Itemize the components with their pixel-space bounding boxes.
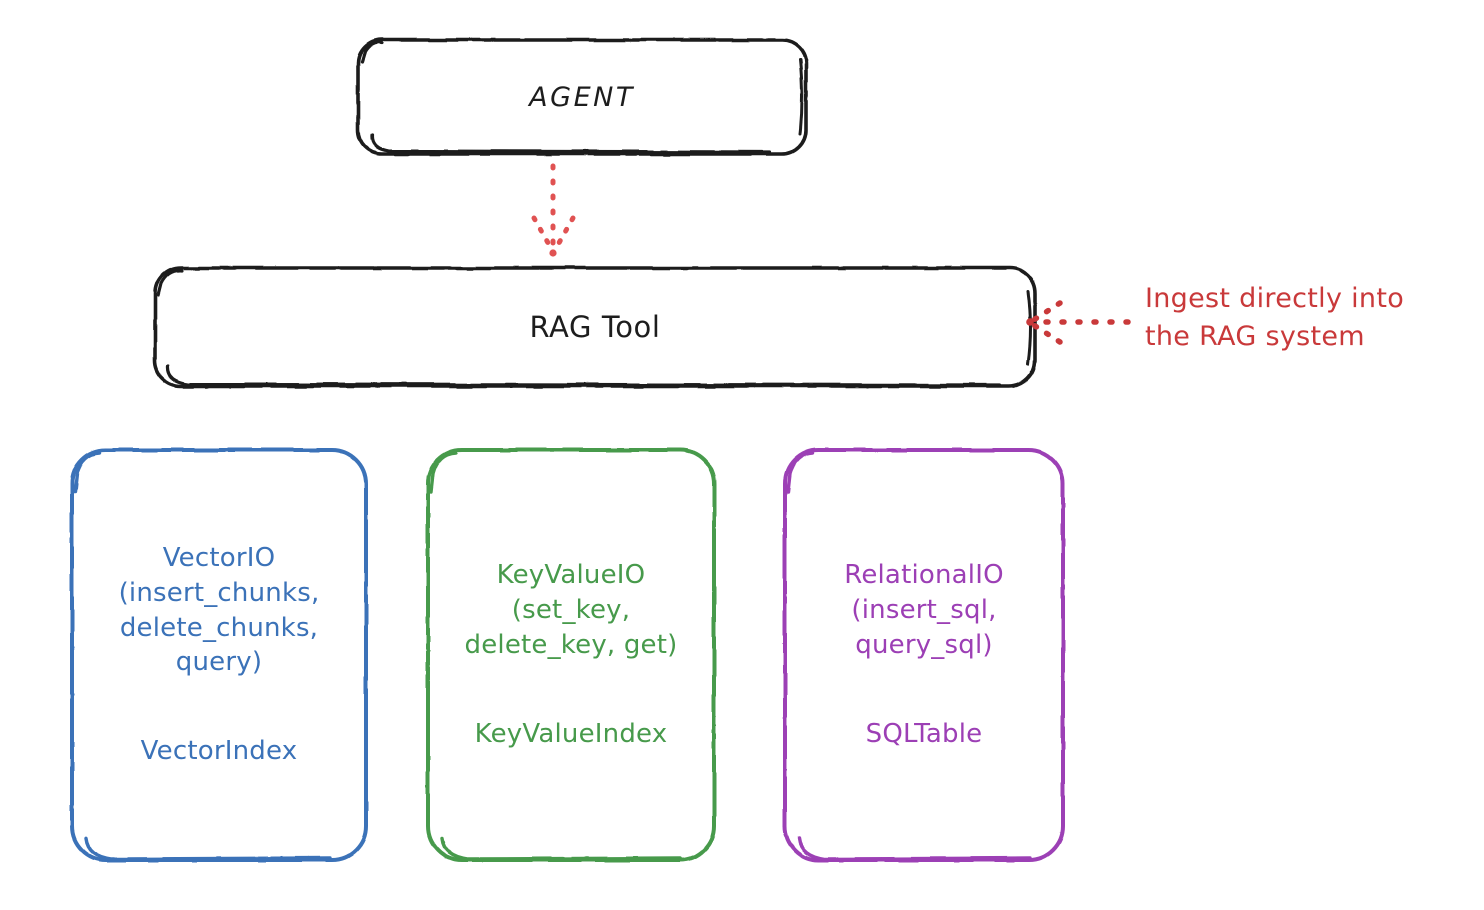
ingest-arrow-connector (1026, 300, 1131, 345)
vector-io-box-shape[interactable] (70, 448, 368, 862)
rag-tool-box-shape[interactable] (153, 266, 1037, 388)
agent-box-shape[interactable] (356, 38, 808, 156)
key-value-io-box-shape[interactable] (426, 448, 716, 862)
agent-to-rag-connector (531, 163, 576, 257)
ingest-annotation-text: Ingest directly into the RAG system (1145, 283, 1405, 353)
relational-io-box-shape[interactable] (783, 448, 1065, 862)
